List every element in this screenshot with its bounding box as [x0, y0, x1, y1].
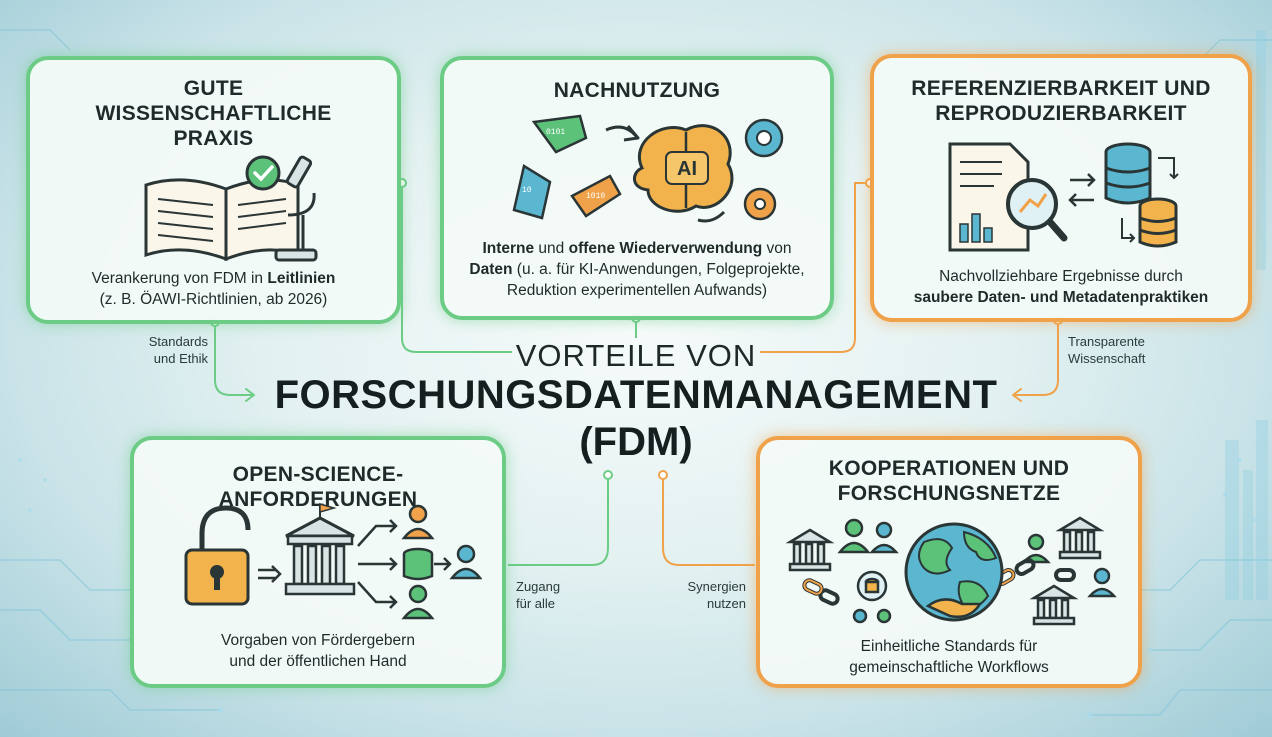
connector-referenz: [1015, 320, 1059, 396]
svg-text:1010: 1010: [586, 192, 605, 201]
center-title-line2: FORSCHUNGSDATENMANAGEMENT: [274, 373, 998, 417]
svg-text:10: 10: [522, 186, 532, 195]
globe-chain-handshake-icon: [785, 516, 1117, 626]
unlock-institution-users-icon: [184, 503, 482, 620]
document-magnifier-database-icon: [948, 142, 1179, 252]
box-title: OPEN-SCIENCE-ANFORDERUNGEN: [218, 463, 418, 511]
connector-praxis-center: [401, 183, 512, 353]
connector-praxis: [214, 322, 252, 396]
svg-text:0101: 0101: [546, 128, 565, 137]
book-microscope-icon: [144, 155, 318, 262]
box-open-science: OPEN-SCIENCE-ANFORDERUNGEN: [130, 436, 506, 688]
center-title-line3: (FDM): [579, 420, 693, 464]
arrow-head-right: [1012, 388, 1022, 402]
arrow-head-left: [245, 388, 255, 402]
connector-referenz-center: [760, 182, 870, 353]
box-description: Verankerung von FDM in Leitlinien(z. B. …: [91, 270, 336, 308]
box-title: NACHNUTZUNG: [553, 79, 721, 102]
connector-kooperation: [662, 475, 755, 566]
connector-openscience: [508, 475, 609, 566]
center-title-line1: VORTEILE VON: [515, 338, 757, 373]
ai-label: AI: [677, 158, 697, 180]
